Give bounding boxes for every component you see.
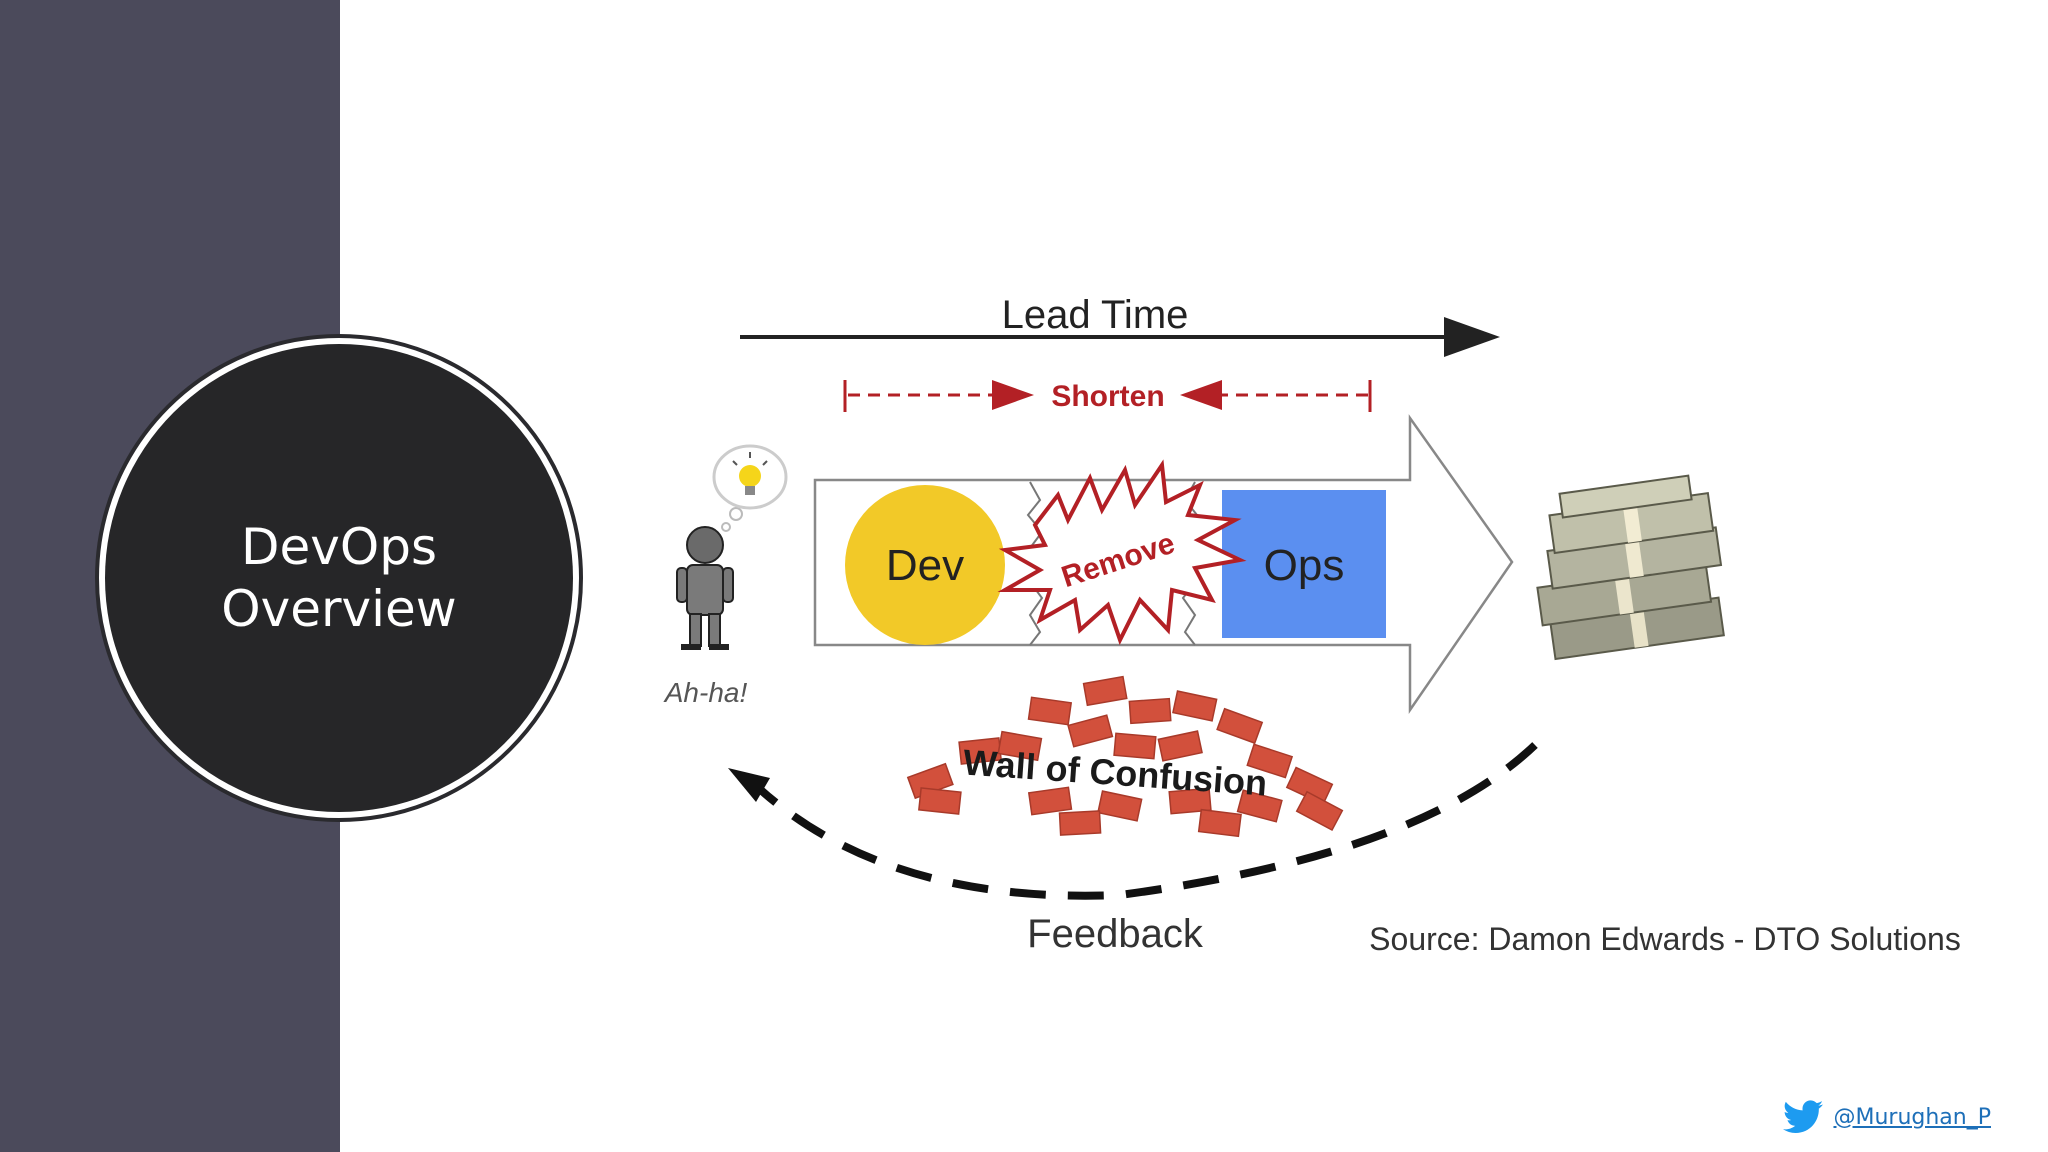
wall-of-confusion-bricks [906, 675, 1344, 838]
shorten-indicator [843, 380, 1372, 412]
lead-time-label: Lead Time [1002, 293, 1189, 337]
source-label: Source: Damon Edwards - DTO Solutions [1369, 921, 1961, 957]
person-icon [676, 526, 734, 650]
title-circle: DevOps Overview [105, 344, 573, 812]
feedback-arrowhead [728, 768, 770, 802]
twitter-bird-icon [1783, 1100, 1824, 1133]
slide-title: DevOps Overview [221, 518, 457, 638]
remove-starburst [997, 459, 1247, 646]
twitter-handle-link[interactable]: @Murughan_P [1833, 1104, 1991, 1130]
ahha-label: Ah-ha! [663, 677, 748, 708]
ops-box [1222, 490, 1386, 638]
twitter-footer: @Murughan_P [1783, 1100, 1991, 1134]
devops-diagram: Lead Time Shorten Dev Ops Remove [663, 293, 1961, 957]
dev-label: Dev [886, 541, 964, 590]
feedback-label: Feedback [1027, 912, 1204, 956]
money-stack-icon [1536, 474, 1725, 661]
lightbulb-icon [712, 444, 788, 532]
feedback-arrow [747, 742, 1538, 900]
ops-label: Ops [1264, 541, 1345, 590]
shorten-label: Shorten [1051, 380, 1164, 413]
dev-circle [845, 485, 1005, 645]
